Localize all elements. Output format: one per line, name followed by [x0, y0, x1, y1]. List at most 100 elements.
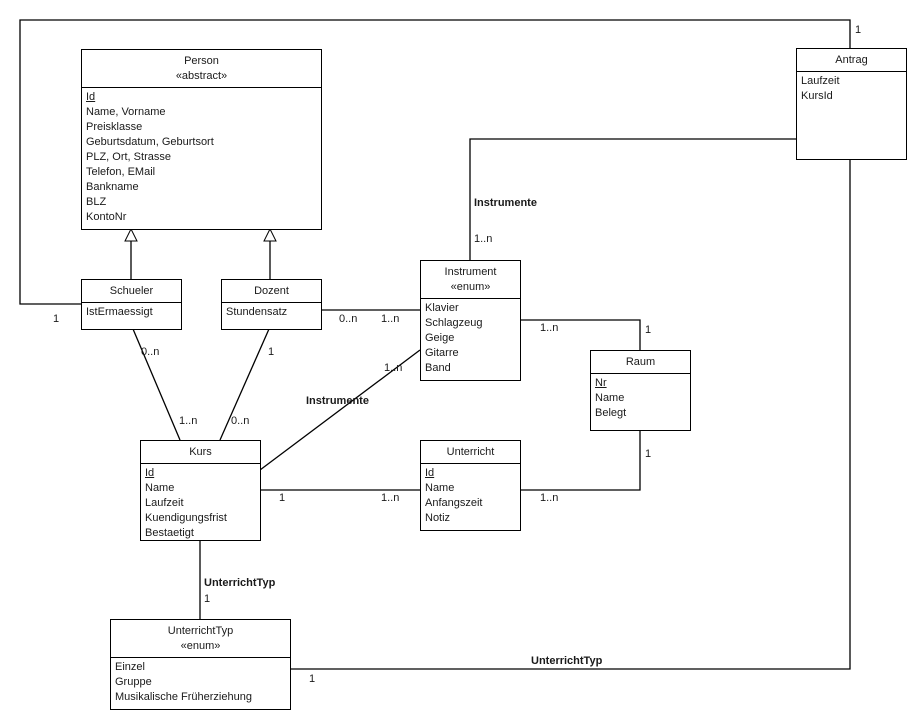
class-header: Kurs: [141, 441, 260, 464]
class-name: Instrument: [444, 266, 497, 278]
attribute: PLZ, Ort, Strasse: [86, 151, 171, 163]
attribute: BLZ: [86, 196, 107, 208]
multiplicity-kurs-unterricht-unterricht: 1..n: [381, 492, 400, 504]
class-name: Antrag: [835, 54, 868, 66]
multiplicity-dozent-instrument-dozent: 0..n: [339, 313, 358, 325]
class-name: Schueler: [109, 285, 154, 297]
multiplicity-kurs-instrument-instrument: 1..n: [384, 362, 403, 374]
attribute: KursId: [801, 90, 833, 102]
assoc-antrag-instrument: [469, 138, 800, 260]
attribute: Preisklasse: [86, 121, 143, 133]
class-stereotype: «enum»: [180, 640, 221, 652]
attribute: Bestaetigt: [145, 527, 194, 539]
multiplicity-schueler-antrag-antrag: 1: [855, 24, 862, 36]
class-name: Raum: [625, 356, 656, 368]
multiplicity-kurs-unterrichttyp-typ: 1: [204, 593, 211, 605]
generalization-arrowhead-dozent: [263, 227, 277, 242]
class-header: Raum: [591, 351, 690, 374]
attribute-list: Nr Name Belegt: [591, 374, 690, 421]
enum-literal: Einzel: [115, 661, 145, 673]
multiplicity-instrument-raum-instrument: 1..n: [540, 322, 559, 334]
class-header: Instrument «enum»: [421, 261, 520, 299]
class-dozent[interactable]: Dozent Stundensatz: [221, 279, 322, 330]
attribute-list: Id Name Anfangszeit Notiz: [421, 464, 520, 526]
attribute: Notiz: [425, 512, 451, 524]
class-stereotype: «abstract»: [175, 70, 228, 82]
attribute: Name, Vorname: [86, 106, 166, 118]
class-antrag[interactable]: Antrag Laufzeit KursId: [796, 48, 907, 160]
enum-literal: Band: [425, 362, 451, 374]
class-stereotype: «enum»: [450, 281, 491, 293]
attribute: Belegt: [595, 407, 627, 419]
multiplicity-unterricht-raum-raum: 1: [645, 448, 652, 460]
attribute: Name: [145, 482, 175, 494]
multiplicity-antrag-instrument-instrument: 1..n: [474, 233, 493, 245]
multiplicity-dozent-kurs-dozent: 1: [268, 346, 275, 358]
role-kurs-unterrichttyp: UnterrichtTyp: [204, 577, 276, 589]
role-kurs-instrument: Instrumente: [306, 395, 369, 407]
assoc-dozent-kurs: [219, 328, 270, 441]
attribute-list: Stundensatz: [222, 303, 321, 320]
attribute-primary-key: Id: [86, 91, 96, 103]
assoc-schueler-antrag: [19, 19, 851, 305]
multiplicity-schueler-kurs-schueler: 0..n: [141, 346, 160, 358]
attribute: Bankname: [86, 181, 139, 193]
attribute-primary-key: Nr: [595, 377, 607, 389]
attribute-list: Id Name, Vorname Preisklasse Geburtsdatu…: [82, 88, 321, 225]
attribute: Name: [425, 482, 455, 494]
enum-literal: Musikalische Früherziehung: [115, 691, 252, 703]
attribute-list: IstErmaessigt: [82, 303, 181, 320]
class-name: Dozent: [254, 285, 289, 297]
class-unterrichttyp[interactable]: UnterrichtTyp «enum» Einzel Gruppe Musik…: [110, 619, 291, 710]
class-header: Unterricht: [421, 441, 520, 464]
multiplicity-antrag-unterrichttyp-typ: 1: [309, 673, 316, 685]
attribute: Name: [595, 392, 625, 404]
class-instrument[interactable]: Instrument «enum» Klavier Schlagzeug Gei…: [420, 260, 521, 381]
enum-literal: Klavier: [425, 302, 459, 314]
class-header: Schueler: [82, 280, 181, 303]
class-header: UnterrichtTyp «enum»: [111, 620, 290, 658]
enum-literal: Geige: [425, 332, 455, 344]
multiplicity-dozent-kurs-kurs: 0..n: [231, 415, 250, 427]
attribute: Anfangszeit: [425, 497, 483, 509]
class-name: Unterricht: [446, 446, 495, 458]
class-name: Kurs: [189, 446, 212, 458]
multiplicity-instrument-raum-raum: 1: [645, 324, 652, 336]
class-name: UnterrichtTyp: [167, 625, 234, 637]
attribute-list: Einzel Gruppe Musikalische Früherziehung: [111, 658, 290, 705]
enum-literal: Schlagzeug: [425, 317, 483, 329]
multiplicity-kurs-unterricht-kurs: 1: [279, 492, 286, 504]
role-antrag-unterrichttyp: UnterrichtTyp: [531, 655, 603, 667]
assoc-unterricht-raum: [520, 430, 641, 491]
enum-literal: Gruppe: [115, 676, 152, 688]
attribute: Laufzeit: [801, 75, 840, 87]
class-header: Person «abstract»: [82, 50, 321, 88]
enum-literal: Gitarre: [425, 347, 459, 359]
attribute-primary-key: Id: [145, 467, 155, 479]
attribute-list: Laufzeit KursId: [797, 72, 906, 104]
class-schueler[interactable]: Schueler IstErmaessigt: [81, 279, 182, 330]
class-person[interactable]: Person «abstract» Id Name, Vorname Preis…: [81, 49, 322, 230]
multiplicity-schueler-kurs-kurs: 1..n: [179, 415, 198, 427]
attribute-list: Id Name Laufzeit Kuendigungsfrist Bestae…: [141, 464, 260, 541]
assoc-kurs-instrument: [259, 349, 421, 471]
assoc-antrag-unterrichttyp: [290, 159, 851, 670]
attribute: IstErmaessigt: [86, 306, 153, 318]
attribute: Laufzeit: [145, 497, 184, 509]
class-unterricht[interactable]: Unterricht Id Name Anfangszeit Notiz: [420, 440, 521, 531]
assoc-instrument-raum: [520, 319, 641, 350]
class-kurs[interactable]: Kurs Id Name Laufzeit Kuendigungsfrist B…: [140, 440, 261, 541]
attribute: KontoNr: [86, 211, 127, 223]
multiplicity-schueler-antrag-schueler: 1: [53, 313, 60, 325]
attribute: Stundensatz: [226, 306, 288, 318]
class-raum[interactable]: Raum Nr Name Belegt: [590, 350, 691, 431]
class-header: Antrag: [797, 49, 906, 72]
assoc-schueler-kurs: [132, 328, 181, 441]
attribute: Geburtsdatum, Geburtsort: [86, 136, 214, 148]
attribute-list: Klavier Schlagzeug Geige Gitarre Band: [421, 299, 520, 376]
attribute-primary-key: Id: [425, 467, 435, 479]
role-antrag-instrument: Instrumente: [474, 197, 537, 209]
multiplicity-dozent-instrument-instrument: 1..n: [381, 313, 400, 325]
class-name: Person: [184, 55, 219, 67]
